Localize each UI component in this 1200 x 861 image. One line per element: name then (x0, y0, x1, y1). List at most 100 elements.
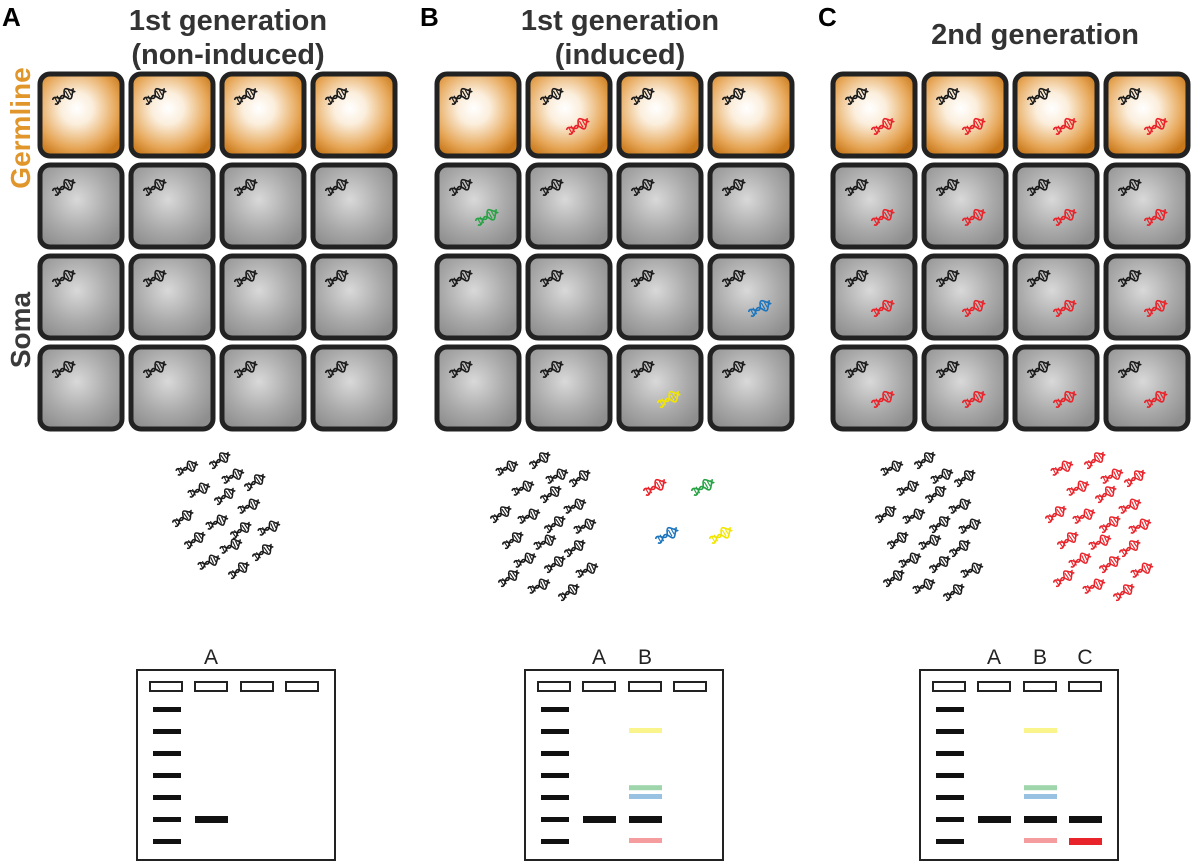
gel-well (932, 681, 966, 692)
gel-band-black (1069, 816, 1102, 823)
panel-title-line-2: (induced) (555, 39, 686, 71)
dna-black-icon (916, 531, 944, 553)
panel-title-line-1: 1st generation (129, 5, 327, 37)
germline-cell (37, 71, 125, 159)
dna-black-icon (531, 531, 559, 553)
dna-red-icon (1051, 566, 1077, 590)
dna-red-icon (1048, 457, 1076, 479)
soma-cell (219, 344, 307, 432)
gel-band-blue (1024, 794, 1057, 799)
dna-red-icon (1098, 465, 1126, 487)
gel-well (628, 681, 662, 692)
soma-cell (525, 253, 613, 341)
gel-lane-label: B (1033, 646, 1047, 669)
soma-cell (707, 253, 795, 341)
dna-black-icon (923, 482, 949, 506)
soma-cell (219, 162, 307, 250)
dna-red-icon (1080, 575, 1108, 597)
dna-black-icon (226, 558, 252, 582)
gel-well (285, 681, 319, 692)
dna-black-icon (515, 505, 543, 527)
dna-pool (873, 448, 1156, 604)
dna-red-icon (1055, 528, 1081, 552)
germline-cell (921, 71, 1009, 159)
ladder-band (541, 751, 569, 756)
dna-black-icon (878, 457, 906, 479)
ladder-band (936, 729, 964, 734)
dna-black-icon (207, 448, 233, 472)
gel-band-yellow (1024, 728, 1057, 733)
germline-cell (616, 71, 704, 159)
ladder-band (153, 729, 181, 734)
dna-red-icon (1126, 515, 1154, 537)
dna-red-icon (1086, 531, 1114, 553)
soma-cell (37, 253, 125, 341)
soma-cell (37, 344, 125, 432)
dna-red-icon (1111, 580, 1137, 604)
gel-well (149, 681, 183, 692)
gel-well (194, 681, 228, 692)
dna-black-icon (219, 465, 247, 487)
gel-band-black (629, 816, 662, 823)
dna-black-icon (255, 517, 283, 539)
gel-well (1068, 681, 1102, 692)
ladder-band (936, 707, 964, 712)
gel-band-blue (629, 794, 662, 799)
ladder-band (936, 795, 964, 800)
ladder-band (541, 729, 569, 734)
gel-well (537, 681, 571, 692)
gel-band-red (1024, 838, 1057, 843)
soma-cell (1012, 162, 1100, 250)
gel-band-black (1024, 816, 1057, 823)
ladder-band (541, 817, 569, 822)
ladder-band (153, 795, 181, 800)
dna-black-icon (527, 448, 553, 472)
dna-black-icon (885, 528, 911, 552)
gel-band-black (195, 816, 228, 823)
dna-yellow-icon (707, 523, 735, 547)
dna-red-icon (1097, 552, 1123, 576)
germline-cell (128, 71, 216, 159)
ladder-band (153, 817, 181, 822)
dna-pool (170, 448, 283, 582)
dna-black-icon (212, 484, 238, 508)
dna-black-icon (228, 518, 254, 542)
germline-cell (310, 71, 398, 159)
dna-black-icon (242, 470, 268, 494)
dna-black-icon (250, 540, 276, 564)
dna-black-icon (488, 502, 514, 526)
dna-black-icon (203, 511, 231, 533)
dna-black-icon (881, 566, 907, 590)
gel-well (673, 681, 707, 692)
dna-black-icon (958, 559, 986, 581)
cell-grid (830, 71, 1191, 432)
dna-blue-icon (653, 523, 681, 547)
panel-title-line-2: (non-induced) (131, 39, 324, 71)
soma-cell (1103, 162, 1191, 250)
soma-cell (434, 253, 522, 341)
ladder-band (541, 707, 569, 712)
dna-black-icon (542, 512, 568, 536)
dna-red-icon (1116, 495, 1144, 517)
gel-frame (136, 669, 336, 861)
dna-black-icon (873, 502, 899, 526)
gel-well (582, 681, 616, 692)
dna-black-icon (910, 575, 938, 597)
soma-row-label: Soma (5, 291, 36, 368)
dna-red-icon (1082, 448, 1108, 472)
gel-band-black (978, 816, 1011, 823)
gel-lane-label: A (592, 646, 606, 669)
soma-cell (616, 253, 704, 341)
panel-letter-b: B (420, 2, 439, 32)
germline-cell (830, 71, 918, 159)
dna-red-icon (1128, 559, 1156, 581)
dna-black-icon (217, 535, 245, 557)
dna-black-icon (496, 566, 522, 590)
ladder-band (541, 795, 569, 800)
panel-title-line-1: 2nd generation (931, 19, 1139, 51)
dna-black-icon (511, 549, 539, 571)
